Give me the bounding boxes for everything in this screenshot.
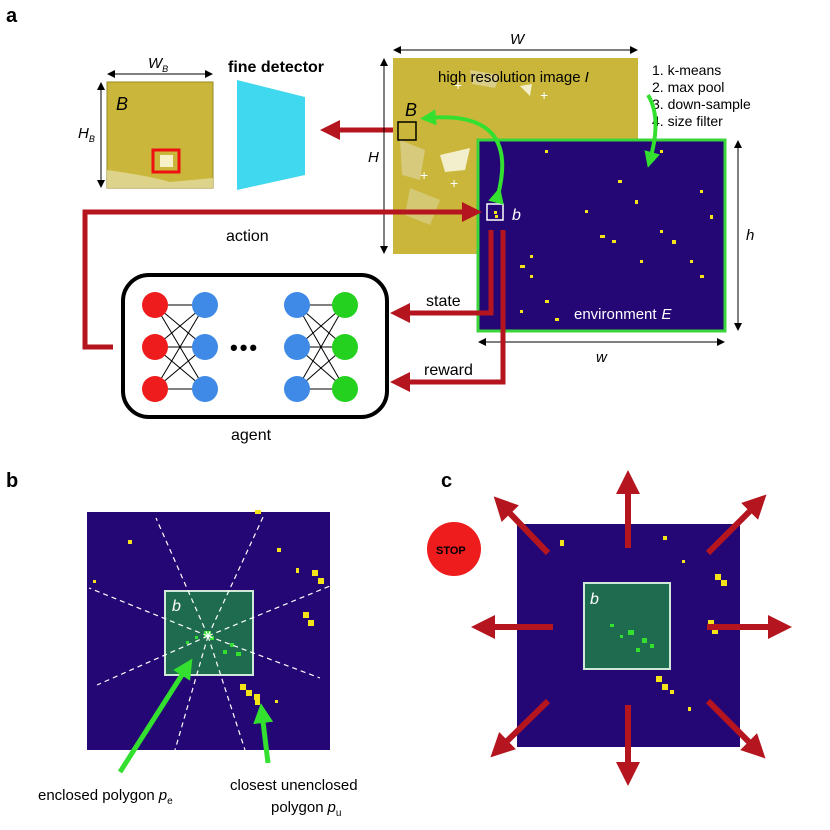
arrow-down-right — [705, 698, 766, 759]
arrow-down-left — [490, 698, 551, 758]
svg-text:+: + — [454, 77, 462, 93]
svg-text:+: + — [420, 167, 428, 183]
processing-steps: 1. k-means 2. max pool 3. down-sample 4.… — [652, 62, 751, 129]
panel-b-environment — [87, 510, 331, 751]
fine-detector-label: fine detector — [228, 59, 324, 76]
tile-B-label: B — [116, 94, 128, 114]
arrow-enclosed — [117, 658, 193, 774]
state-label: state — [426, 293, 461, 310]
action-label: action — [226, 228, 269, 245]
panel-c-box — [583, 582, 671, 670]
arrow-state — [390, 230, 494, 323]
dim-h-label: h — [746, 227, 754, 244]
fine-detector-trapezoid — [237, 80, 305, 190]
panel-label-c: c — [441, 470, 452, 492]
step-1: 1. k-means — [652, 62, 721, 78]
dim-H-label: H — [368, 149, 379, 166]
step-3: 3. down-sample — [652, 96, 751, 112]
reward-label: reward — [424, 362, 473, 379]
agent-label: agent — [231, 427, 272, 444]
dim-W-label: W — [510, 31, 526, 48]
agent-dots: ••• — [230, 335, 259, 360]
agent-network — [121, 273, 389, 419]
dim-w-label: w — [596, 349, 608, 366]
small-b-label: b — [512, 207, 521, 224]
env-flakes — [495, 150, 713, 321]
closest-label-line1: closest unenclosed — [230, 777, 358, 794]
arrow-action — [82, 202, 482, 350]
arrow-reward — [390, 230, 506, 392]
svg-text:+: + — [540, 87, 548, 103]
arrow-up-right — [705, 494, 767, 556]
environment-image — [476, 138, 727, 333]
bbox-B-square — [397, 121, 417, 141]
panel-label-b: b — [6, 470, 18, 492]
step-4: 4. size filter — [652, 113, 723, 129]
panel-label-a: a — [6, 5, 18, 27]
step-2: 2. max pool — [652, 79, 724, 95]
stop-button — [427, 522, 481, 576]
arrow-up-left — [493, 496, 551, 556]
stop-label: STOP — [436, 545, 466, 557]
tile-B: B — [106, 81, 214, 189]
dim-HB-label: HB — [78, 125, 95, 144]
green-arrow-image-to-env — [644, 93, 660, 168]
panel-c-box-label: b — [590, 591, 599, 608]
panel-b-box-label: b — [172, 598, 181, 615]
bbox-B-label: B — [405, 100, 417, 120]
panel-c-action-arrows — [471, 470, 792, 786]
arrow-unenclosed — [253, 703, 274, 764]
green-arrow-B-b — [420, 109, 505, 205]
dim-WB-label: WB — [148, 55, 168, 74]
svg-text:+: + — [450, 175, 458, 191]
tile-B-red-box — [151, 148, 181, 174]
